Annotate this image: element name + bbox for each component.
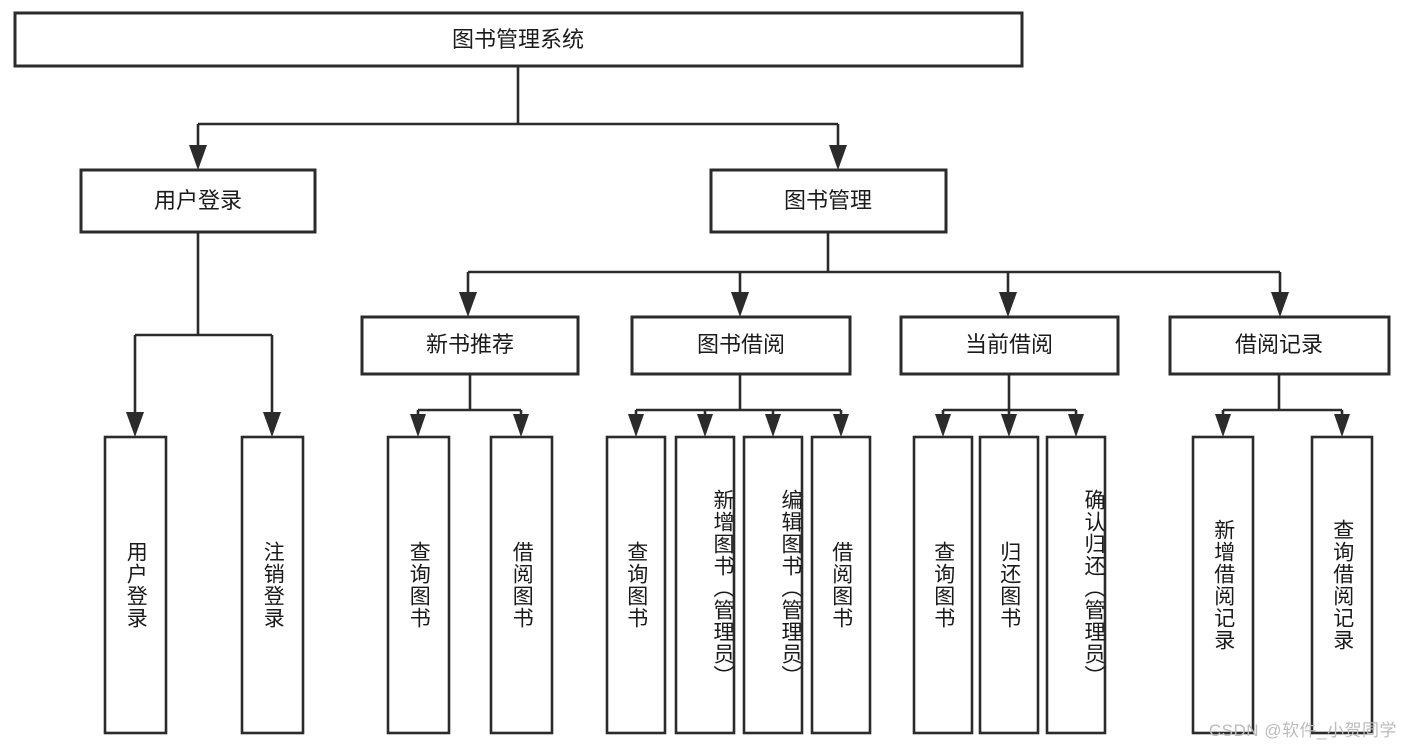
node-root[interactable]: 图书管理系统	[13, 11, 1024, 68]
arrow-head-book-borrow	[731, 292, 749, 317]
connector-group-book-manage-to-level3	[459, 232, 1289, 317]
node-book-borrow[interactable]: 图书借阅	[630, 315, 852, 376]
arrow-head-leaf-user-login	[126, 412, 144, 437]
node-leaf-return-book-box[interactable]	[978, 435, 1040, 735]
node-borrow-record[interactable]: 借阅记录	[1168, 315, 1391, 376]
node-leaf-query-book-2-box[interactable]	[605, 435, 667, 735]
node-leaf-query-book-1-box[interactable]	[386, 435, 451, 735]
arrow-head-leaf-query-book-3	[935, 414, 951, 437]
node-leaf-add-book-box[interactable]	[674, 435, 736, 735]
arrow-head-leaf-add-record	[1215, 414, 1231, 437]
node-book-borrow-box[interactable]	[630, 315, 852, 376]
node-root-box[interactable]	[13, 11, 1024, 68]
connector-group-borrow-record-to-leaves	[1215, 374, 1350, 437]
arrow-head-book-manage	[829, 145, 847, 170]
node-user-login-box[interactable]	[79, 168, 317, 234]
node-leaf-borrow-book-1-box[interactable]	[489, 435, 554, 735]
arrow-head-leaf-query-book-1	[410, 414, 426, 437]
arrow-head-leaf-edit-book	[765, 414, 781, 437]
arrow-head-leaf-confirm-return	[1068, 414, 1084, 437]
node-current-borrow-box[interactable]	[899, 315, 1120, 376]
node-leaf-logout-box[interactable]	[240, 435, 305, 735]
node-book-borrow-label: 图书借阅	[697, 332, 785, 357]
connector-group-new-book-recommend-to-leaves	[410, 374, 529, 437]
arrow-head-leaf-add-book	[697, 414, 713, 437]
arrow-head-user-login	[189, 145, 207, 170]
arrow-head-new-book-recommend	[459, 292, 477, 317]
node-leaf-borrow-book-2-box[interactable]	[810, 435, 872, 735]
arrow-head-leaf-borrow-book-2	[833, 414, 849, 437]
node-leaf-confirm-return-box[interactable]	[1045, 435, 1107, 735]
connector-group-root-to-level2	[189, 66, 847, 170]
csdn-watermark: CSDN @软件_小贺同学	[1208, 721, 1397, 740]
node-leaf-query-book-3-box[interactable]	[912, 435, 974, 735]
arrow-head-leaf-query-book-2	[628, 414, 644, 437]
node-user-login[interactable]: 用户登录	[79, 168, 317, 234]
node-leaf-edit-book-box[interactable]	[742, 435, 804, 735]
arrow-head-leaf-logout	[263, 412, 281, 437]
arrow-head-leaf-borrow-book-1	[513, 414, 529, 437]
node-new-book-recommend[interactable]: 新书推荐	[360, 315, 580, 376]
node-current-borrow-label: 当前借阅	[965, 332, 1053, 357]
node-user-login-label: 用户登录	[154, 188, 242, 213]
arrow-head-leaf-return-book	[1001, 414, 1017, 437]
arrow-head-leaf-query-record	[1334, 414, 1350, 437]
node-new-book-recommend-label: 新书推荐	[426, 332, 514, 357]
connector-group-book-borrow-to-leaves	[628, 374, 849, 437]
arrow-head-borrow-record	[1271, 292, 1289, 317]
node-leaf-query-record-box[interactable]	[1310, 435, 1374, 735]
node-borrow-record-box[interactable]	[1168, 315, 1391, 376]
node-book-manage[interactable]: 图书管理	[709, 168, 948, 234]
arrow-head-current-borrow	[999, 292, 1017, 317]
node-book-manage-box[interactable]	[709, 168, 948, 234]
node-book-manage-label: 图书管理	[784, 188, 872, 213]
node-borrow-record-label: 借阅记录	[1235, 332, 1323, 357]
node-leaf-user-login-box[interactable]	[103, 435, 168, 735]
node-new-book-recommend-box[interactable]	[360, 315, 580, 376]
connector-group-user-login-to-leaves	[126, 232, 281, 437]
node-root-label: 图书管理系统	[452, 27, 584, 52]
node-current-borrow[interactable]: 当前借阅	[899, 315, 1120, 376]
connector-group-current-borrow-to-leaves	[935, 374, 1084, 437]
node-leaf-add-record-box[interactable]	[1191, 435, 1255, 735]
